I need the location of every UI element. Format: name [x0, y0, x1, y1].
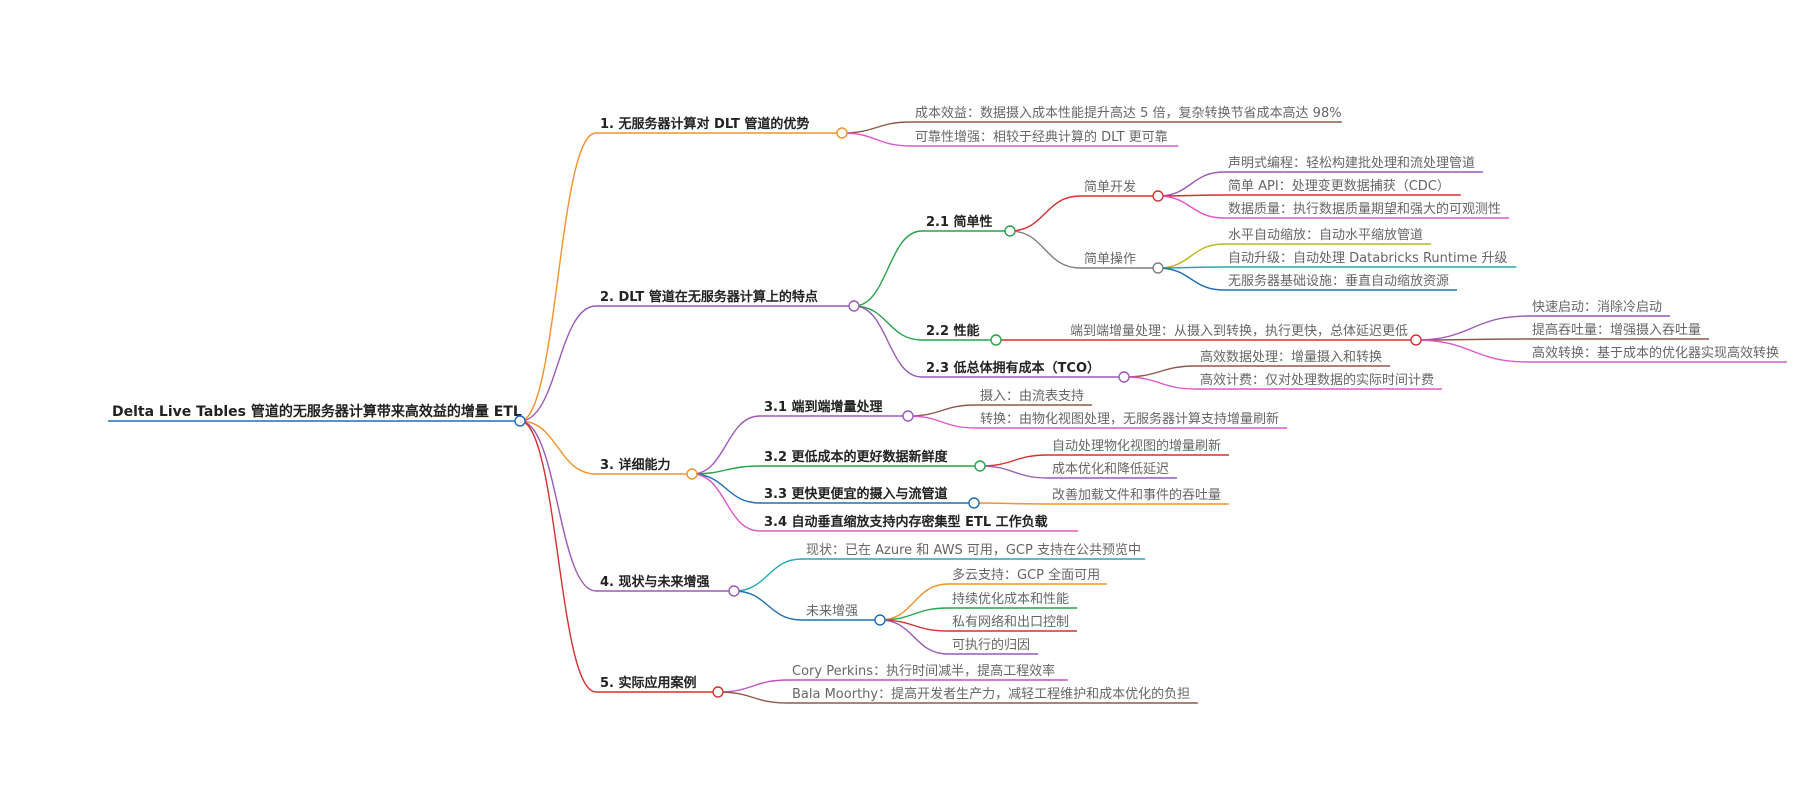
- node-label: 转换：由物化视图处理，无服务器计算支持增量刷新: [980, 411, 1279, 427]
- collapse-toggle[interactable]: [1152, 262, 1164, 274]
- collapse-toggle[interactable]: [686, 468, 698, 480]
- connector-line: [519, 420, 597, 693]
- collapse-toggle[interactable]: [1152, 190, 1164, 202]
- connector-line: [979, 465, 1049, 479]
- connector-line: [907, 415, 977, 429]
- collapse-toggle[interactable]: [968, 497, 980, 509]
- node-label: 现状：已在 Azure 和 AWS 可用，GCP 支持在公共预览中: [806, 542, 1141, 558]
- connector-line: [519, 132, 597, 422]
- connector-line: [691, 415, 761, 475]
- connector-line: [1157, 195, 1225, 219]
- subtopic: 3.1 端到端增量处理: [764, 399, 883, 415]
- node-label: 可执行的归因: [952, 637, 1030, 653]
- branch-topic: 5. 实际应用案例: [600, 675, 697, 691]
- collapse-toggle[interactable]: [902, 410, 914, 422]
- branch-topic: 4. 现状与未来增强: [600, 574, 710, 590]
- subtopic: 3.2 更低成本的更好数据新鲜度: [764, 449, 949, 465]
- connector-line: [1123, 376, 1197, 390]
- connector-line: [519, 305, 597, 422]
- node-label: 声明式编程：轻松构建批处理和流处理管道: [1228, 156, 1475, 171]
- connector-line: [1157, 267, 1225, 291]
- connector-line: [717, 691, 789, 704]
- nodes: Delta Live Tables 管道的无服务器计算带来高效益的增量 ETL 1…: [108, 105, 1787, 704]
- collapse-toggle[interactable]: [974, 460, 986, 472]
- node-label: 持续优化成本和性能: [952, 592, 1069, 607]
- node-label: 高效数据处理：增量摄入和转换: [1200, 349, 1382, 365]
- node-label: 简单操作: [1084, 251, 1136, 267]
- node-label: Cory Perkins：执行时间减半，提高工程效率: [792, 663, 1055, 679]
- node-label: Bala Moorthy：提高开发者生产力，减轻工程维护和成本优化的负担: [792, 686, 1190, 702]
- collapse-toggle[interactable]: [1004, 225, 1016, 237]
- connector-line: [907, 404, 977, 417]
- connector-line: [879, 583, 949, 621]
- collapse-toggle[interactable]: [514, 415, 526, 427]
- node-label: 高效转换：基于成本的优化器实现高效转换: [1532, 345, 1779, 361]
- connector-line: [691, 473, 761, 532]
- collapse-toggle[interactable]: [990, 334, 1002, 346]
- connector-line: [691, 473, 761, 504]
- branch-topic: 1. 无服务器计算对 DLT 管道的优势: [600, 116, 809, 132]
- connector-line: [1123, 365, 1197, 378]
- node-label: 成本效益：数据摄入成本性能提升高达 5 倍，复杂转换节省成本高达 98%: [915, 105, 1342, 121]
- connector-line: [1009, 195, 1081, 232]
- connector-line: [979, 454, 1049, 467]
- node-label: 私有网络和出口控制: [952, 614, 1069, 630]
- subtopic: 2.1 简单性: [926, 214, 993, 230]
- node-label: 端到端增量处理：从摄入到转换，执行更快，总体延迟更低: [1070, 324, 1408, 339]
- connector-line: [519, 420, 597, 475]
- node-label: 水平自动缩放：自动水平缩放管道: [1228, 227, 1423, 243]
- node-label: 未来增强: [806, 604, 858, 619]
- connector-line: [841, 132, 912, 147]
- connectors: [519, 121, 1529, 704]
- collapse-toggle[interactable]: [1118, 371, 1130, 383]
- collapse-toggle[interactable]: [848, 300, 860, 312]
- collapse-toggle[interactable]: [712, 686, 724, 698]
- node-label: 摄入：由流表支持: [980, 389, 1084, 404]
- connector-line: [1157, 171, 1225, 197]
- subtopic: 3.4 自动垂直缩放支持内存密集型 ETL 工作负载: [764, 514, 1048, 530]
- connector-line: [733, 590, 803, 621]
- connector-line: [519, 420, 597, 592]
- node-label: 无服务器基础设施：垂直自动缩放资源: [1228, 273, 1449, 289]
- collapse-toggle[interactable]: [728, 585, 740, 597]
- connector-line: [853, 305, 923, 341]
- connector-line: [879, 619, 949, 655]
- node-label: 快速启动：消除冷启动: [1532, 300, 1662, 315]
- root-topic: Delta Live Tables 管道的无服务器计算带来高效益的增量 ETL: [112, 403, 522, 420]
- collapse-toggle[interactable]: [836, 127, 848, 139]
- branch-topic: 3. 详细能力: [600, 457, 671, 473]
- connector-line: [973, 502, 1049, 505]
- node-label: 简单 API：处理变更数据捕获（CDC）: [1228, 178, 1450, 194]
- connector-line: [853, 230, 923, 307]
- node-label: 改善加载文件和事件的吞吐量: [1052, 487, 1221, 503]
- node-label: 高效计费：仅对处理数据的实际时间计费: [1200, 372, 1434, 388]
- node-label: 提高吞吐量：增强摄入吞吐量: [1532, 322, 1701, 338]
- connector-line: [691, 465, 761, 475]
- collapse-toggle[interactable]: [1410, 334, 1422, 346]
- collapse-toggle[interactable]: [874, 614, 886, 626]
- connector-line: [733, 558, 803, 592]
- node-label: 自动升级：自动处理 Databricks Runtime 升级: [1228, 251, 1507, 266]
- node-label: 简单开发: [1084, 179, 1136, 195]
- subtopic: 2.3 低总体拥有成本（TCO）: [926, 360, 1100, 376]
- node-label: 自动处理物化视图的增量刷新: [1052, 438, 1221, 454]
- connector-line: [1415, 338, 1529, 341]
- node-label: 可靠性增强：相较于经典计算的 DLT 更可靠: [915, 129, 1168, 145]
- connector-line: [1009, 230, 1081, 269]
- connector-line: [1157, 243, 1225, 269]
- branch-topic: 2. DLT 管道在无服务器计算上的特点: [600, 289, 818, 305]
- connector-line: [717, 679, 789, 693]
- node-label: 数据质量：执行数据质量期望和强大的可观测性: [1228, 201, 1501, 217]
- subtopic: 3.3 更快更便宜的摄入与流管道: [764, 486, 948, 502]
- connector-line: [1415, 339, 1529, 363]
- connector-line: [1415, 315, 1529, 341]
- connector-line: [841, 121, 912, 134]
- subtopic: 2.2 性能: [926, 323, 980, 339]
- node-label: 多云支持：GCP 全面可用: [952, 567, 1100, 583]
- node-label: 成本优化和降低延迟: [1052, 462, 1169, 477]
- connector-line: [853, 305, 923, 378]
